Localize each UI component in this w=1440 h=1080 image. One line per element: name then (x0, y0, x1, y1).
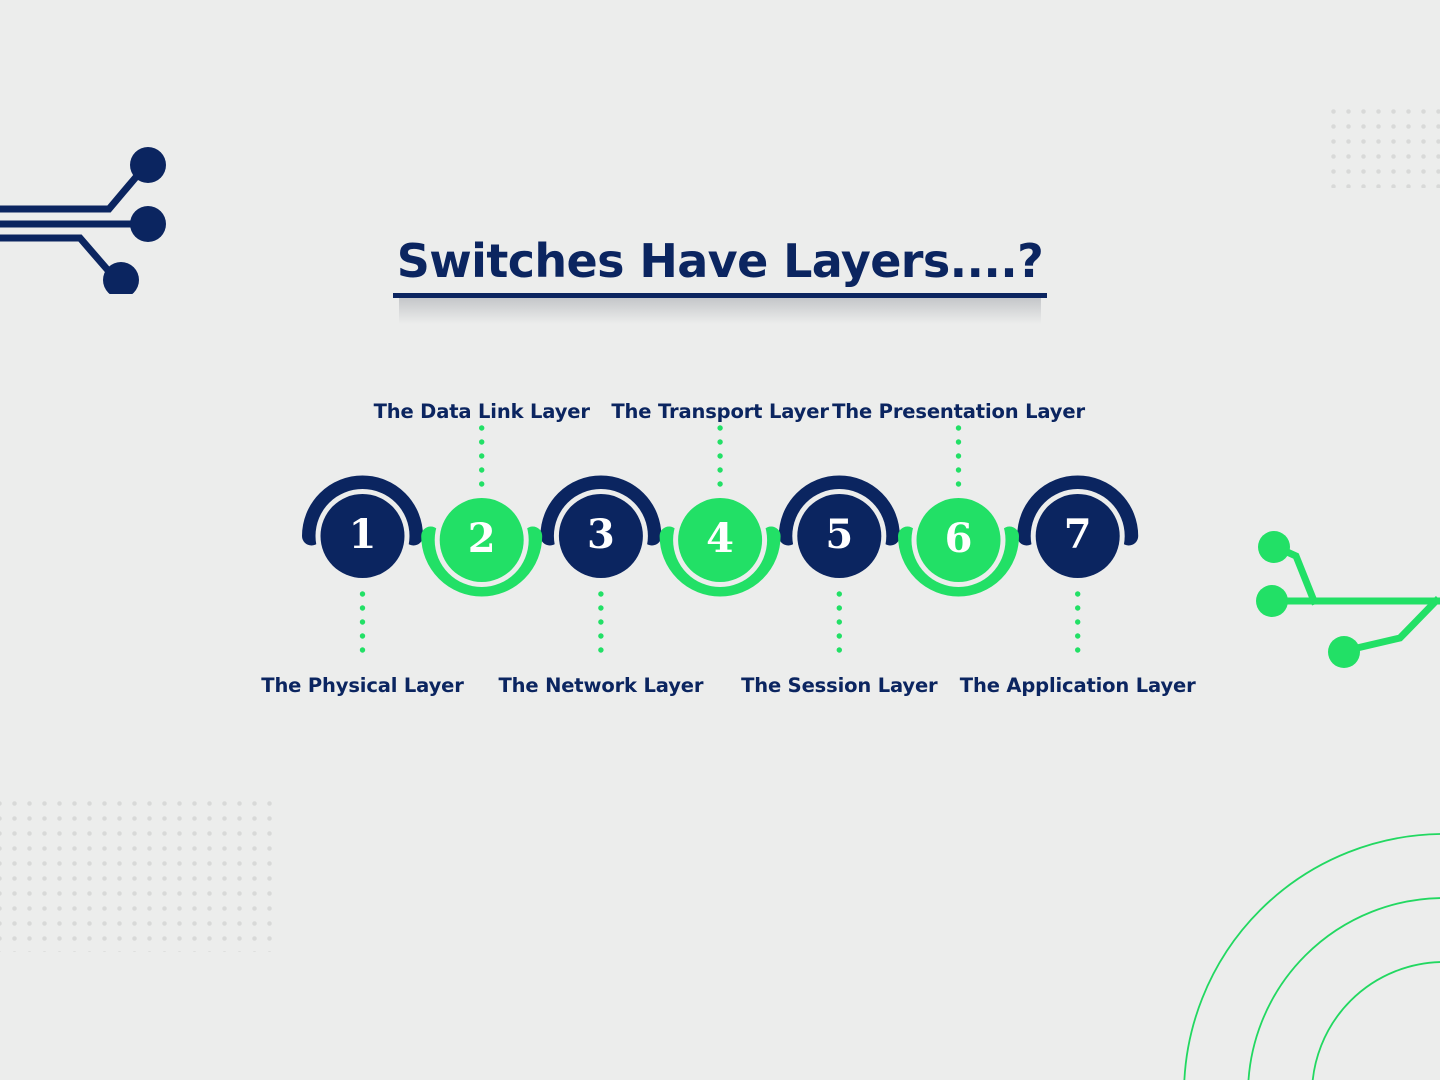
leader-dot (955, 453, 962, 459)
title-block: Switches Have Layers....? (0, 234, 1440, 324)
layer-label-6: The Presentation Layer (832, 400, 1085, 423)
leader-dot (717, 453, 723, 459)
leader-dot (1075, 633, 1081, 639)
leader-dot (598, 647, 604, 653)
leader-dot (359, 633, 366, 639)
leader-dot (836, 619, 842, 625)
node-circle-4[interactable] (678, 498, 763, 582)
leader-dot (598, 619, 604, 625)
layer-label-5: The Session Layer (741, 674, 938, 697)
leader-dot (836, 605, 842, 611)
leader-dot (955, 425, 962, 431)
navy-arc-group (302, 475, 1139, 546)
leader-dot (955, 481, 962, 487)
layer-label-3: The Network Layer (498, 674, 704, 697)
leader-dot (479, 425, 485, 431)
leader-dot (1075, 619, 1081, 625)
node-number-1: 1 (348, 511, 377, 558)
node-circle-2[interactable] (439, 498, 524, 582)
node-number-2: 2 (467, 515, 496, 562)
leader-dot (1075, 605, 1081, 611)
leader-dot (836, 591, 842, 597)
leader-dot-group (359, 425, 1081, 653)
node-number-5: 5 (825, 511, 854, 558)
leader-dot (598, 591, 604, 597)
leader-dot (598, 605, 604, 611)
leader-dot (836, 633, 842, 639)
page-title-text: Switches Have Layers....? (396, 234, 1044, 288)
leader-dot (359, 591, 366, 597)
node-number-6: 6 (944, 515, 973, 562)
layer-label-7: The Application Layer (959, 674, 1196, 697)
leader-dot (359, 619, 366, 625)
node-circle-5[interactable] (797, 494, 882, 578)
node-number-3: 3 (586, 511, 615, 558)
layer-label-2: The Data Link Layer (373, 400, 590, 423)
leader-dot (359, 605, 366, 611)
node-circle-1[interactable] (320, 494, 405, 578)
leader-dot (479, 481, 485, 487)
leader-dot (1075, 647, 1081, 653)
node-circle-7[interactable] (1035, 494, 1120, 578)
leader-dot (1075, 591, 1081, 597)
leader-dot (359, 647, 366, 653)
leader-dot (717, 467, 723, 473)
node-circle-3[interactable] (558, 494, 643, 578)
leader-dot (479, 467, 485, 473)
navy-arc-5 (778, 475, 900, 546)
title-underline (392, 292, 1048, 298)
node-number-7: 7 (1063, 511, 1092, 558)
leader-dot (717, 481, 723, 487)
navy-arc-1 (302, 475, 423, 546)
leader-dot (598, 633, 604, 639)
leader-dot (955, 439, 962, 445)
leader-dot (836, 647, 842, 653)
layer-label-4: The Transport Layer (611, 400, 829, 423)
node-circle-group (315, 489, 1125, 587)
leader-dot (717, 425, 723, 431)
navy-arc-7 (1017, 475, 1139, 546)
node-number-4: 4 (706, 515, 735, 562)
page-title: Switches Have Layers....? (392, 234, 1048, 324)
node-circle-6[interactable] (916, 498, 1001, 582)
leader-dot (955, 467, 962, 473)
navy-arc-3 (540, 475, 662, 546)
title-shadow (398, 297, 1042, 324)
leader-dot (717, 439, 723, 445)
layer-label-1: The Physical Layer (261, 674, 464, 697)
leader-dot (479, 453, 485, 459)
leader-dot (479, 439, 485, 445)
